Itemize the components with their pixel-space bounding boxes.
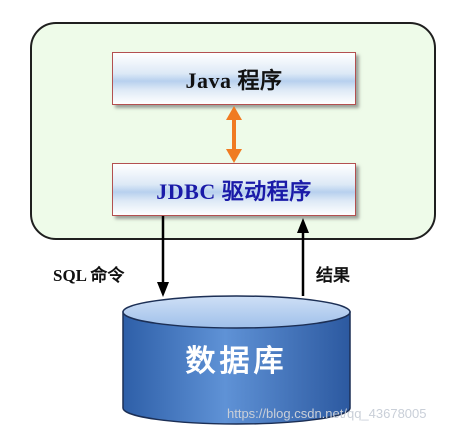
sql-command-arrow — [157, 216, 169, 297]
sql-command-label: SQL 命令 — [53, 266, 125, 285]
result-label: 结果 — [316, 266, 350, 285]
watermark-text: https://blog.csdn.net/qq_43678005 — [227, 406, 427, 421]
database-cylinder — [122, 295, 351, 425]
result-arrow — [297, 218, 309, 296]
jdbc-driver-box: JDBC 驱动程序 — [112, 163, 356, 216]
jdbc-driver-label: JDBC 驱动程序 — [156, 178, 312, 204]
java-program-label: Java 程序 — [185, 67, 283, 93]
bidirectional-arrow — [226, 106, 242, 163]
database-label: 数据库 — [185, 344, 288, 379]
java-program-box: Java 程序 — [112, 52, 356, 105]
